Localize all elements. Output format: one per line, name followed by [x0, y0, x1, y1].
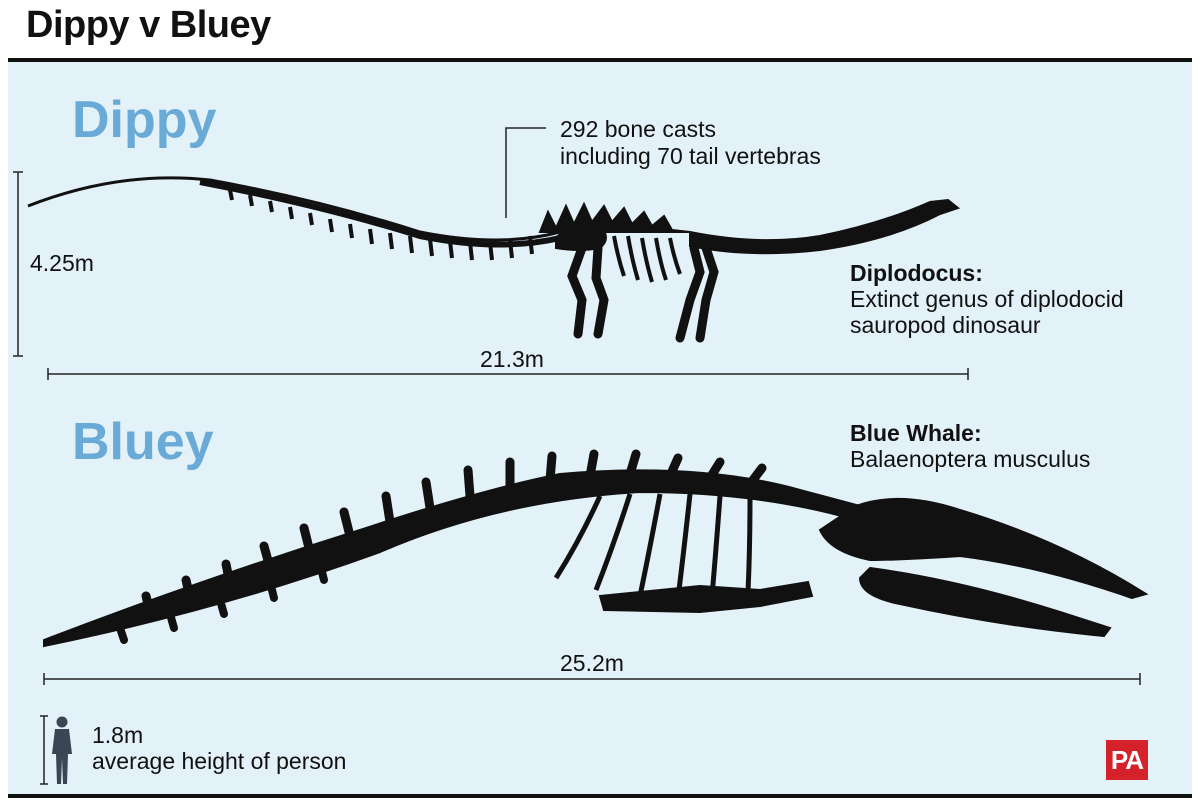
person-height-bracket — [40, 715, 48, 785]
dippy-length-line — [47, 368, 969, 380]
dippy-tail — [27, 176, 561, 242]
dippy-height-label: 4.25m — [30, 250, 94, 276]
whale-ribs — [553, 493, 753, 599]
dippy-tail-vertebrae — [228, 189, 534, 261]
whale-jaw — [858, 566, 1112, 638]
dippy-species: Diplodocus: — [850, 260, 983, 286]
page-title: Dippy v Bluey — [26, 4, 271, 46]
dippy-heading: Dippy — [72, 91, 217, 149]
person-height-caption: average height of person — [92, 748, 347, 774]
bluey-species: Blue Whale: — [850, 420, 982, 446]
dippy-legs — [567, 243, 719, 343]
top-rule — [8, 58, 1192, 62]
dippy-height-bracket — [13, 171, 23, 357]
whale-ventral-processes — [116, 560, 328, 644]
dippy-ribs — [612, 235, 682, 283]
bluey-heading: Bluey — [72, 413, 214, 471]
dippy-pelvis — [555, 223, 607, 251]
blue-whale-skeleton — [43, 449, 1149, 648]
bottom-rule — [8, 794, 1192, 798]
bluey-length-label: 25.2m — [560, 650, 624, 676]
dippy-neck — [689, 198, 961, 255]
whale-spine — [43, 469, 862, 648]
callout-line-1: 292 bone casts — [560, 116, 717, 142]
person-height-label: 1.8m — [92, 722, 144, 748]
whale-dorsal-processes — [141, 449, 767, 617]
dippy-desc-line-1: Extinct genus of diplodocid — [850, 286, 1124, 312]
person-silhouette — [52, 716, 72, 784]
bluey-desc-line-1: Balaenoptera musculus — [850, 446, 1091, 472]
whale-skull — [818, 497, 1149, 600]
whale-flipper — [598, 580, 814, 614]
pa-logo: PA — [1106, 740, 1148, 780]
callout-line-2: including 70 tail vertebras — [560, 143, 821, 169]
diplodocus-skeleton — [27, 176, 961, 343]
dippy-back-spines — [538, 201, 691, 233]
dippy-length-label: 21.3m — [480, 346, 544, 372]
dippy-desc-line-2: sauropod dinosaur — [850, 312, 1041, 338]
callout-leader — [505, 127, 546, 218]
bluey-length-line — [43, 673, 1141, 685]
